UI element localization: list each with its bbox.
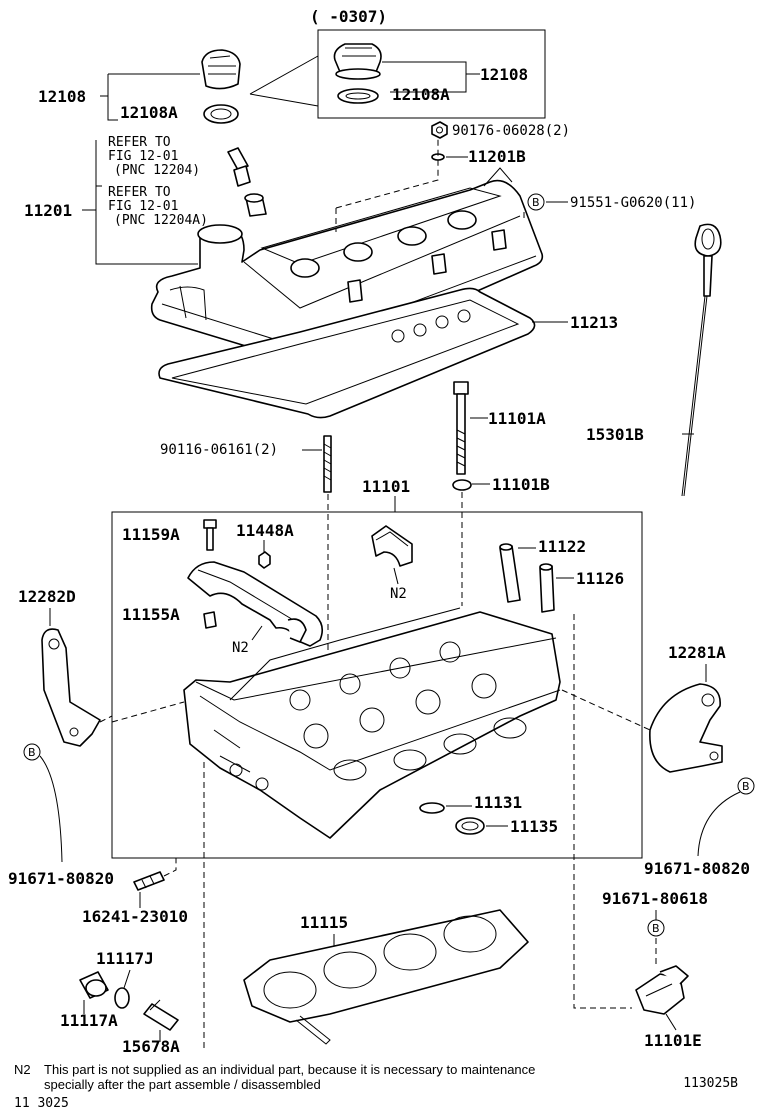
part-12281A: 12281A <box>668 643 726 662</box>
part-11117J: 11117J <box>96 949 154 968</box>
part-11159A: 11159A <box>122 525 180 544</box>
b-marker-text: B <box>532 196 540 209</box>
part-11101B: 11101B <box>492 475 550 494</box>
variant-box <box>317 29 546 119</box>
camshaft-bearing-cap-center <box>371 525 413 567</box>
n2-label-left: N2 <box>232 640 249 656</box>
footnote-line-1: This part is not supplied as an individu… <box>44 1062 536 1077</box>
pin-11448A <box>258 551 271 569</box>
page-code: 11 3025 <box>14 1096 69 1111</box>
b-marker-text: B <box>28 746 36 759</box>
b-marker-text: B <box>652 922 660 935</box>
b-marker-bottom <box>647 919 665 937</box>
head-bolt-11101A <box>453 381 469 475</box>
camshaft-bearing-cap <box>187 561 324 647</box>
valve-guide-11126 <box>539 563 555 613</box>
part-11126: 11126 <box>576 569 624 588</box>
footnote-line-2: specially after the part assemble / disa… <box>44 1077 321 1092</box>
oil-filler-cap-variant <box>333 43 382 80</box>
part-11117A: 11117A <box>60 1011 118 1030</box>
part-11135: 11135 <box>510 817 558 836</box>
oil-dipstick <box>681 223 722 497</box>
sensor-11101E <box>635 965 689 1015</box>
part-91671-80820-left: 91671-80820 <box>8 869 114 888</box>
b-marker-91551 <box>527 193 545 211</box>
bolt-11159A <box>203 519 217 551</box>
part-11131: 11131 <box>474 793 522 812</box>
refer-1-line-2: FIG 12-01 <box>108 149 178 164</box>
b-marker-text: B <box>742 780 750 793</box>
refer-2-line-2: FIG 12-01 <box>108 199 178 214</box>
oil-filler-gasket <box>203 104 239 124</box>
pcv-grommet <box>244 193 267 217</box>
valve-guide-11122 <box>499 543 521 603</box>
washer-11101B <box>452 479 472 491</box>
part-11122: 11122 <box>538 537 586 556</box>
part-12108-left: 12108 <box>38 87 86 106</box>
part-12108A-right: 12108A <box>392 85 450 104</box>
footnote-prefix: N2 <box>14 1062 31 1077</box>
part-16241: 16241-23010 <box>82 907 188 926</box>
cylinder-head <box>183 607 561 839</box>
part-91551: 91551-G0620(11) <box>570 195 696 211</box>
plug-15678A <box>143 999 179 1031</box>
part-11115: 11115 <box>300 913 348 932</box>
part-11201B: 11201B <box>468 147 526 166</box>
refer-2-line-1: REFER TO <box>108 185 171 200</box>
part-90176: 90176-06028(2) <box>452 123 570 139</box>
part-15301B: 15301B <box>586 425 644 444</box>
stud-bolt-90116 <box>323 435 332 493</box>
date-range-label: ( -0307) <box>310 7 387 26</box>
dowel-11155A <box>203 611 217 629</box>
part-11213: 11213 <box>570 313 618 332</box>
part-12108A-left: 12108A <box>120 103 178 122</box>
cylinder-head-cover-gasket <box>158 287 536 419</box>
part-91671-80820-right: 91671-80820 <box>644 859 750 878</box>
engine-hanger-12282D <box>41 628 101 747</box>
seal-11135 <box>455 817 485 835</box>
footnote: N2 This part is not supplied as an indivi… <box>14 1062 654 1092</box>
part-11201: 11201 <box>24 201 72 220</box>
part-11101A: 11101A <box>488 409 546 428</box>
gasket-11117J <box>114 987 130 1009</box>
cylinder-head-assy-frame <box>111 511 643 859</box>
part-11155A: 11155A <box>122 605 180 624</box>
refer-1-line-3: (PNC 12204) <box>114 163 200 178</box>
part-12108-right: 12108 <box>480 65 528 84</box>
part-15678A: 15678A <box>122 1037 180 1056</box>
oil-filler-gasket-variant <box>337 88 379 104</box>
part-91671-80618: 91671-80618 <box>602 889 708 908</box>
engine-hanger-12281A <box>649 683 723 773</box>
b-marker-left <box>23 743 41 761</box>
part-90116: 90116-06161(2) <box>160 442 278 458</box>
refer-1-line-1: REFER TO <box>108 135 171 150</box>
part-12282D: 12282D <box>18 587 76 606</box>
b-marker-right <box>737 777 755 795</box>
part-11448A: 11448A <box>236 521 294 540</box>
n2-label-center: N2 <box>390 586 407 602</box>
nut-90176-icon <box>431 121 448 139</box>
stud-16241 <box>133 871 165 891</box>
seal-11131 <box>419 802 445 814</box>
part-11101E: 11101E <box>644 1031 702 1050</box>
pcv-valve <box>227 147 251 187</box>
plug-11117A <box>79 971 109 999</box>
refer-2-line-3: (PNC 12204A) <box>114 213 208 228</box>
part-11101: 11101 <box>362 477 410 496</box>
illustration-id: 113025B <box>683 1076 738 1091</box>
cylinder-head-gasket <box>243 909 529 1045</box>
oil-filler-cap <box>201 49 241 90</box>
